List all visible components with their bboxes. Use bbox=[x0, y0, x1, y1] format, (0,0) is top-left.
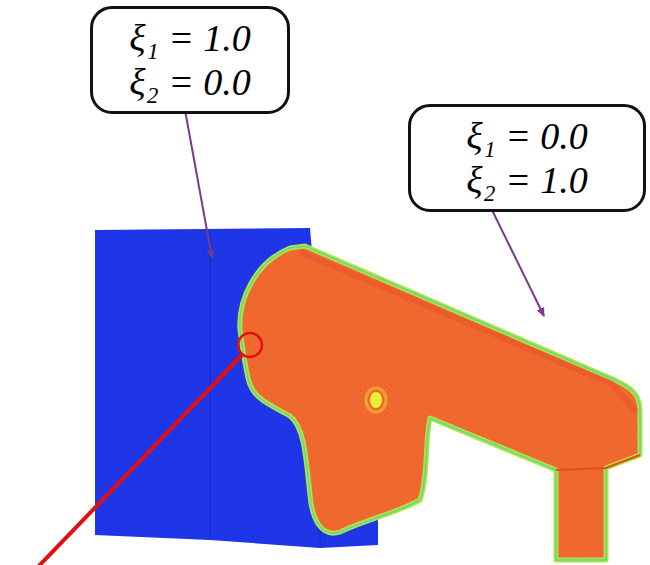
pointer-arrow bbox=[492, 210, 544, 316]
equation-text: ξ₂ = 0.0 bbox=[129, 60, 251, 104]
interface-marker bbox=[238, 333, 262, 357]
equation-text: ξ₂ = 1.0 bbox=[466, 158, 588, 202]
equation-text: ξ₁ = 1.0 bbox=[129, 16, 251, 60]
pointer-arrow bbox=[185, 110, 212, 258]
orange-domain bbox=[240, 246, 640, 560]
callout-box: ξ₁ = 0.0ξ₂ = 1.0 bbox=[408, 104, 646, 212]
equation-text: ξ₁ = 0.0 bbox=[466, 114, 588, 158]
leader-line bbox=[35, 355, 242, 565]
callout-box: ξ₁ = 1.0ξ₂ = 0.0 bbox=[90, 6, 290, 114]
